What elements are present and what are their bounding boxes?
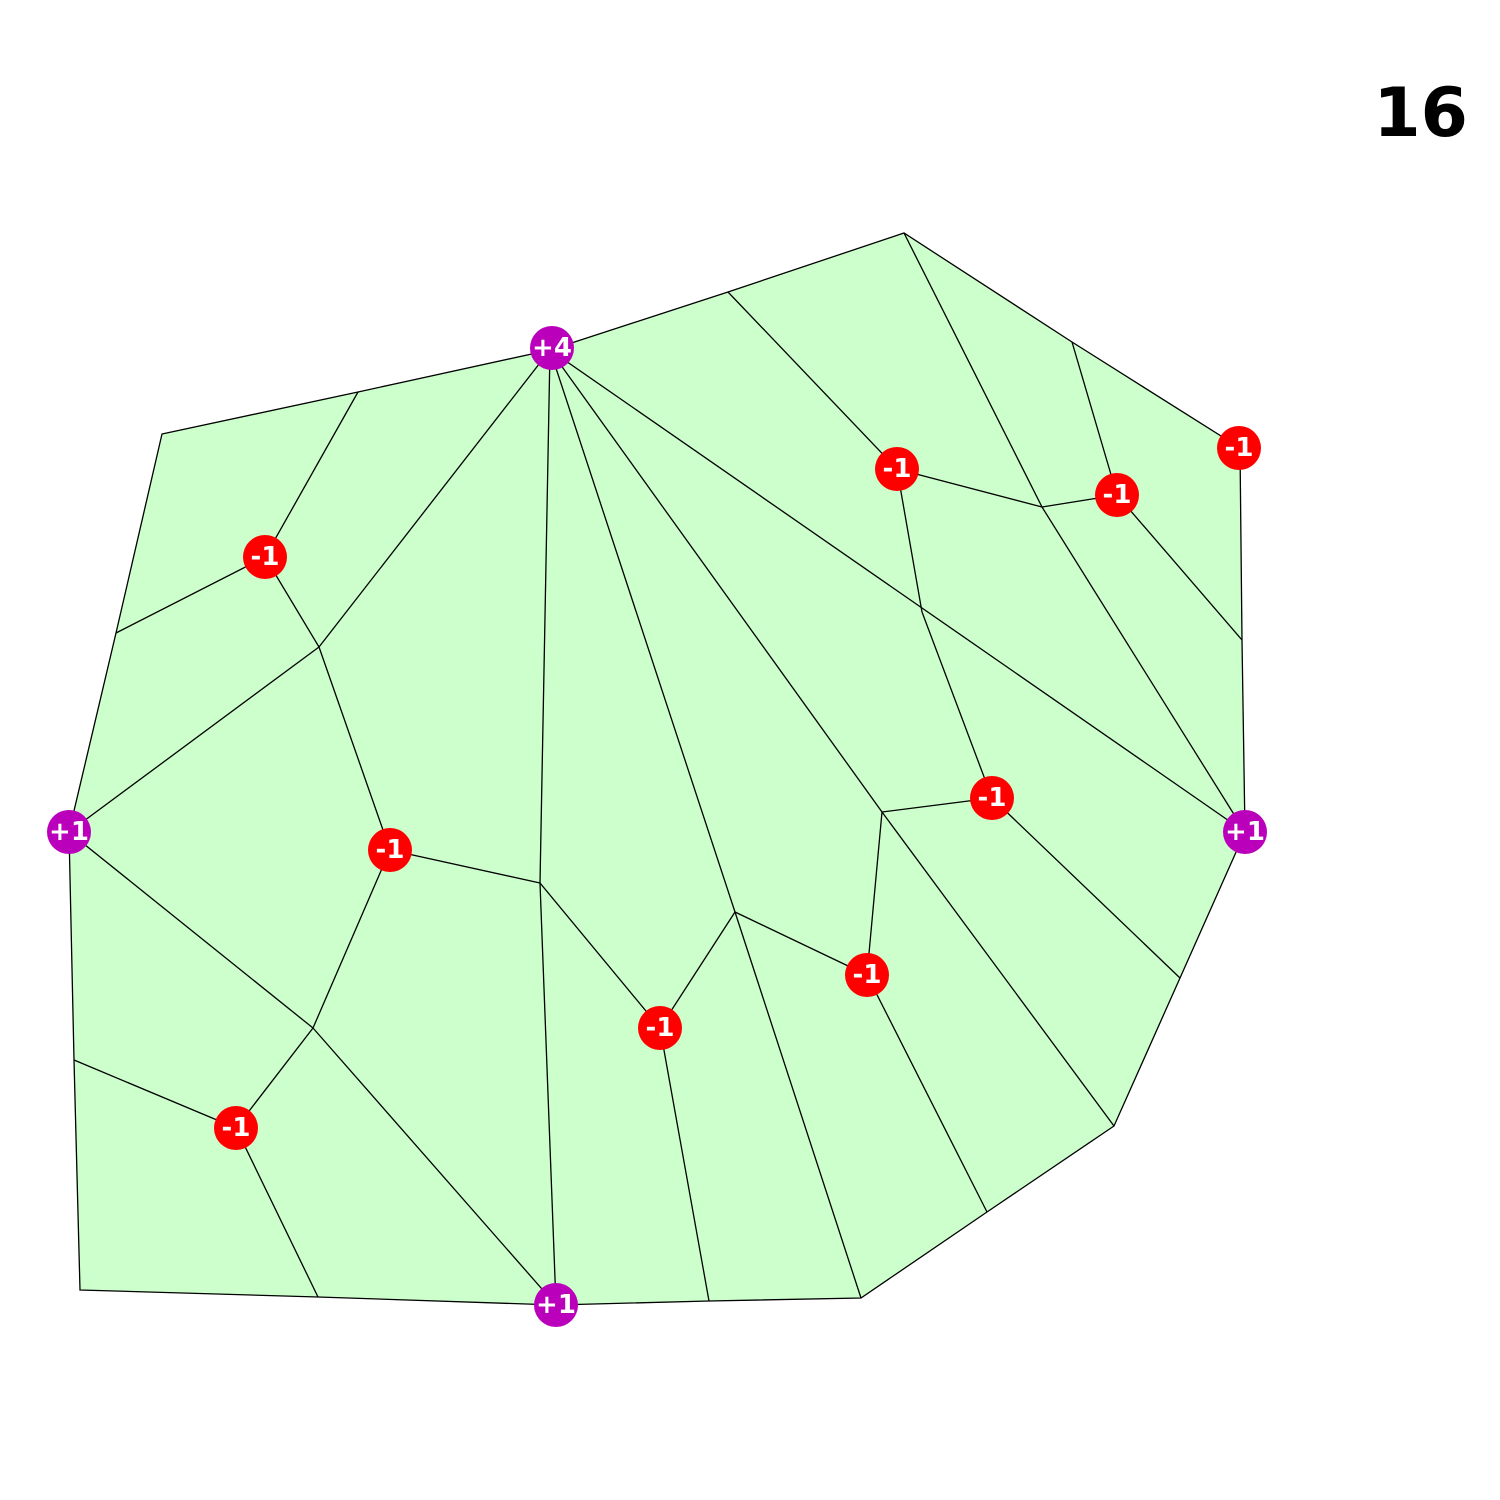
edge-9	[312, 849, 391, 1029]
marker-circle	[970, 776, 1014, 820]
edge-27	[991, 797, 1181, 979]
edge-22	[549, 349, 883, 813]
marker-circle	[1223, 810, 1267, 854]
edge-20	[734, 911, 868, 976]
marker-negative: -1	[970, 776, 1014, 820]
marker-positive: +1	[1223, 810, 1267, 854]
edge-31	[727, 291, 898, 470]
marker-label: -1	[1103, 480, 1132, 510]
edge-37	[1116, 494, 1243, 641]
marker-negative: -1	[1095, 473, 1139, 517]
marker-negative: -1	[638, 1006, 682, 1050]
marker-negative: -1	[214, 1106, 258, 1150]
edge-30	[896, 468, 923, 613]
page-number: 16	[1373, 74, 1468, 153]
edge-29	[921, 611, 993, 799]
edge-10	[68, 831, 314, 1029]
marker-circle	[1217, 426, 1261, 470]
marker-circle	[243, 535, 287, 579]
marker-label: -1	[646, 1013, 675, 1043]
edge-23	[866, 811, 883, 976]
marker-circle	[1095, 473, 1139, 517]
marker-circle	[47, 810, 91, 854]
marker-negative: -1	[243, 535, 287, 579]
marker-negative: -1	[845, 953, 889, 997]
edge-36	[1071, 341, 1118, 496]
marker-negative: -1	[875, 447, 919, 491]
marker-label: -1	[883, 454, 912, 484]
marker-label: +1	[1225, 817, 1265, 847]
edge-33	[903, 232, 1043, 508]
outer-boundary	[68, 232, 1246, 1306]
edge-7	[539, 349, 551, 884]
marker-negative: -1	[1217, 426, 1261, 470]
marker-positive: +1	[47, 810, 91, 854]
edge-35	[1041, 506, 1246, 833]
edge-24	[866, 974, 988, 1213]
edge-2	[115, 556, 266, 634]
edge-8	[389, 849, 541, 884]
marker-label: +4	[532, 333, 572, 363]
edge-17	[659, 911, 736, 1029]
marker-positive: +4	[530, 326, 574, 370]
region-fill	[69, 233, 1245, 1305]
marker-label: -1	[978, 783, 1007, 813]
marker-circle	[845, 953, 889, 997]
edge-16	[539, 882, 661, 1029]
marker-label: -1	[222, 1113, 251, 1143]
marker-circle	[638, 1006, 682, 1050]
edge-21	[734, 911, 862, 1299]
edge-18	[659, 1027, 710, 1302]
marker-circle	[368, 828, 412, 872]
marker-label: -1	[1225, 433, 1254, 463]
marker-label: -1	[376, 835, 405, 865]
marker-positive: +1	[534, 1283, 578, 1327]
marker-label: -1	[251, 542, 280, 572]
marker-circle	[530, 326, 574, 370]
marker-circle	[214, 1106, 258, 1150]
marker-label: +1	[49, 817, 89, 847]
marker-circle	[875, 447, 919, 491]
edge-4	[318, 349, 551, 648]
edge-6	[318, 646, 391, 851]
edge-1	[264, 391, 359, 558]
edge-5	[68, 646, 320, 833]
marker-label: +1	[536, 1290, 576, 1320]
edge-28	[549, 349, 1246, 833]
edge-13	[235, 1127, 319, 1298]
edge-12	[73, 1059, 237, 1129]
marker-circle	[534, 1283, 578, 1327]
edge-15	[539, 882, 557, 1306]
marker-negative: -1	[368, 828, 412, 872]
edge-32	[896, 468, 1043, 508]
edge-14	[312, 1027, 557, 1306]
markers: +4 -1 -1 -1 -1 +1 -1 -1 +1 -1 -1 -1 +1	[47, 326, 1267, 1327]
marker-label: -1	[853, 960, 882, 990]
edge-26	[881, 811, 1115, 1127]
edge-19	[549, 349, 736, 913]
